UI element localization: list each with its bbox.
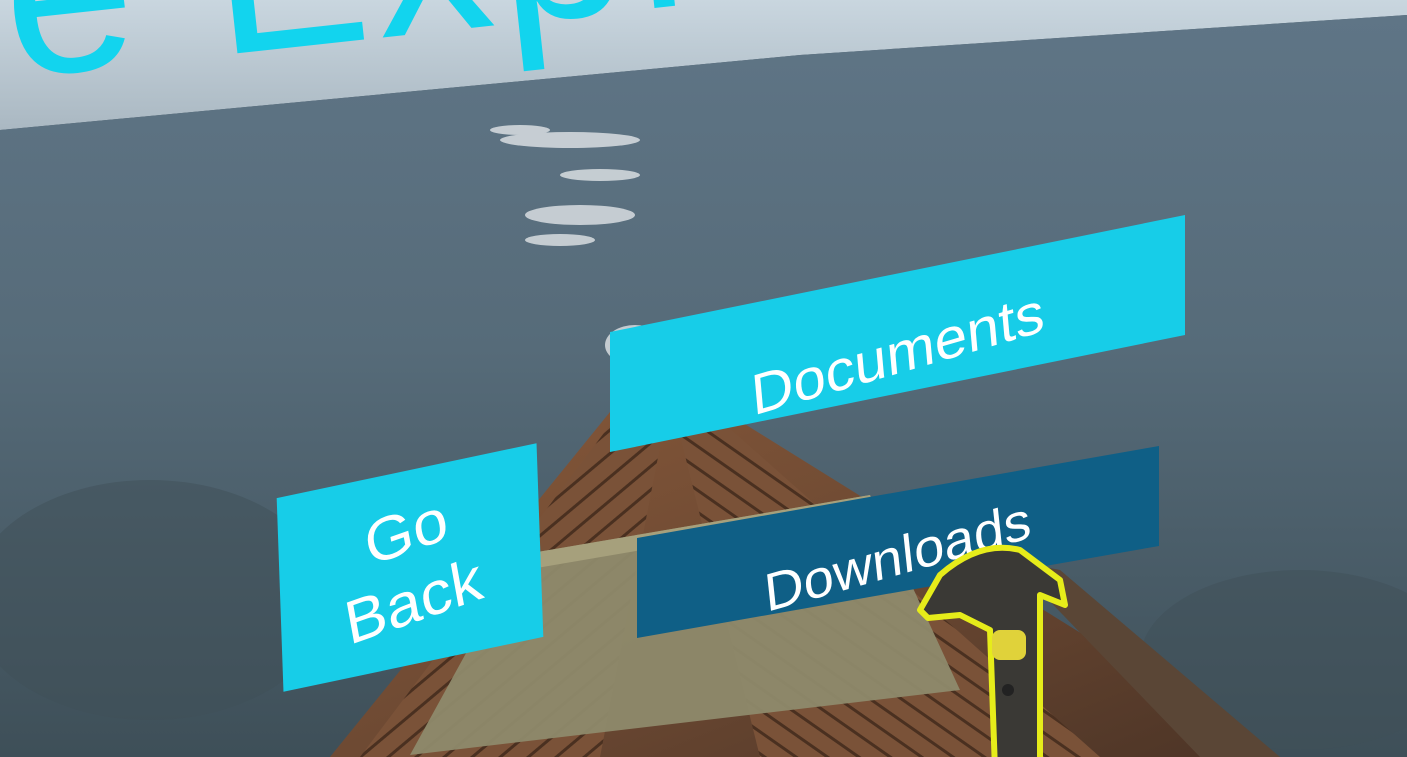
vr-controller-icon (917, 544, 1068, 757)
